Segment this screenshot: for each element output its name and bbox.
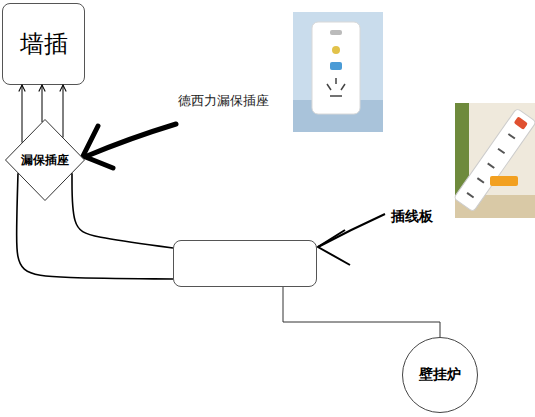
callout-arrow bbox=[318, 214, 385, 247]
photo-table bbox=[455, 195, 535, 218]
power-cord bbox=[283, 287, 440, 337]
boiler-circle: 壁挂炉 bbox=[402, 337, 478, 413]
arrow-connector bbox=[22, 85, 23, 143]
strip-switch bbox=[514, 116, 528, 129]
callout-arrowhead bbox=[318, 230, 350, 265]
power-strip-box: 插线板 bbox=[173, 240, 317, 287]
strip-photo bbox=[454, 103, 535, 218]
leakage-socket-diamond: 漏保插座 bbox=[5, 119, 85, 201]
outlet-holes bbox=[327, 78, 345, 96]
node-text: 壁挂炉 bbox=[419, 366, 461, 384]
device-logo bbox=[330, 30, 342, 35]
photo-background bbox=[455, 103, 535, 218]
callout-arrow bbox=[87, 124, 176, 156]
socket-device bbox=[312, 22, 360, 114]
node-text: 插线板 bbox=[391, 208, 433, 226]
photo-badge bbox=[490, 176, 518, 186]
socket-photo bbox=[293, 12, 383, 132]
wall-socket-box: 墙插 bbox=[2, 3, 85, 85]
diamond-shape bbox=[6, 120, 85, 201]
photo-background bbox=[293, 12, 383, 132]
indicator-light bbox=[332, 46, 340, 54]
test-button bbox=[330, 62, 342, 70]
strip-outlets bbox=[467, 134, 515, 198]
node-text: 墙插 bbox=[20, 28, 68, 60]
callout-arrowhead bbox=[83, 126, 113, 168]
callout-label: 德西力漏保插座 bbox=[178, 92, 269, 110]
strip-body bbox=[454, 108, 535, 212]
arrow-connector bbox=[42, 85, 43, 122]
power-wire bbox=[72, 173, 173, 248]
photo-floor bbox=[293, 100, 383, 132]
photo-plant bbox=[455, 103, 469, 218]
arrow-connector bbox=[63, 85, 64, 137]
node-text: 漏保插座 bbox=[21, 152, 69, 169]
